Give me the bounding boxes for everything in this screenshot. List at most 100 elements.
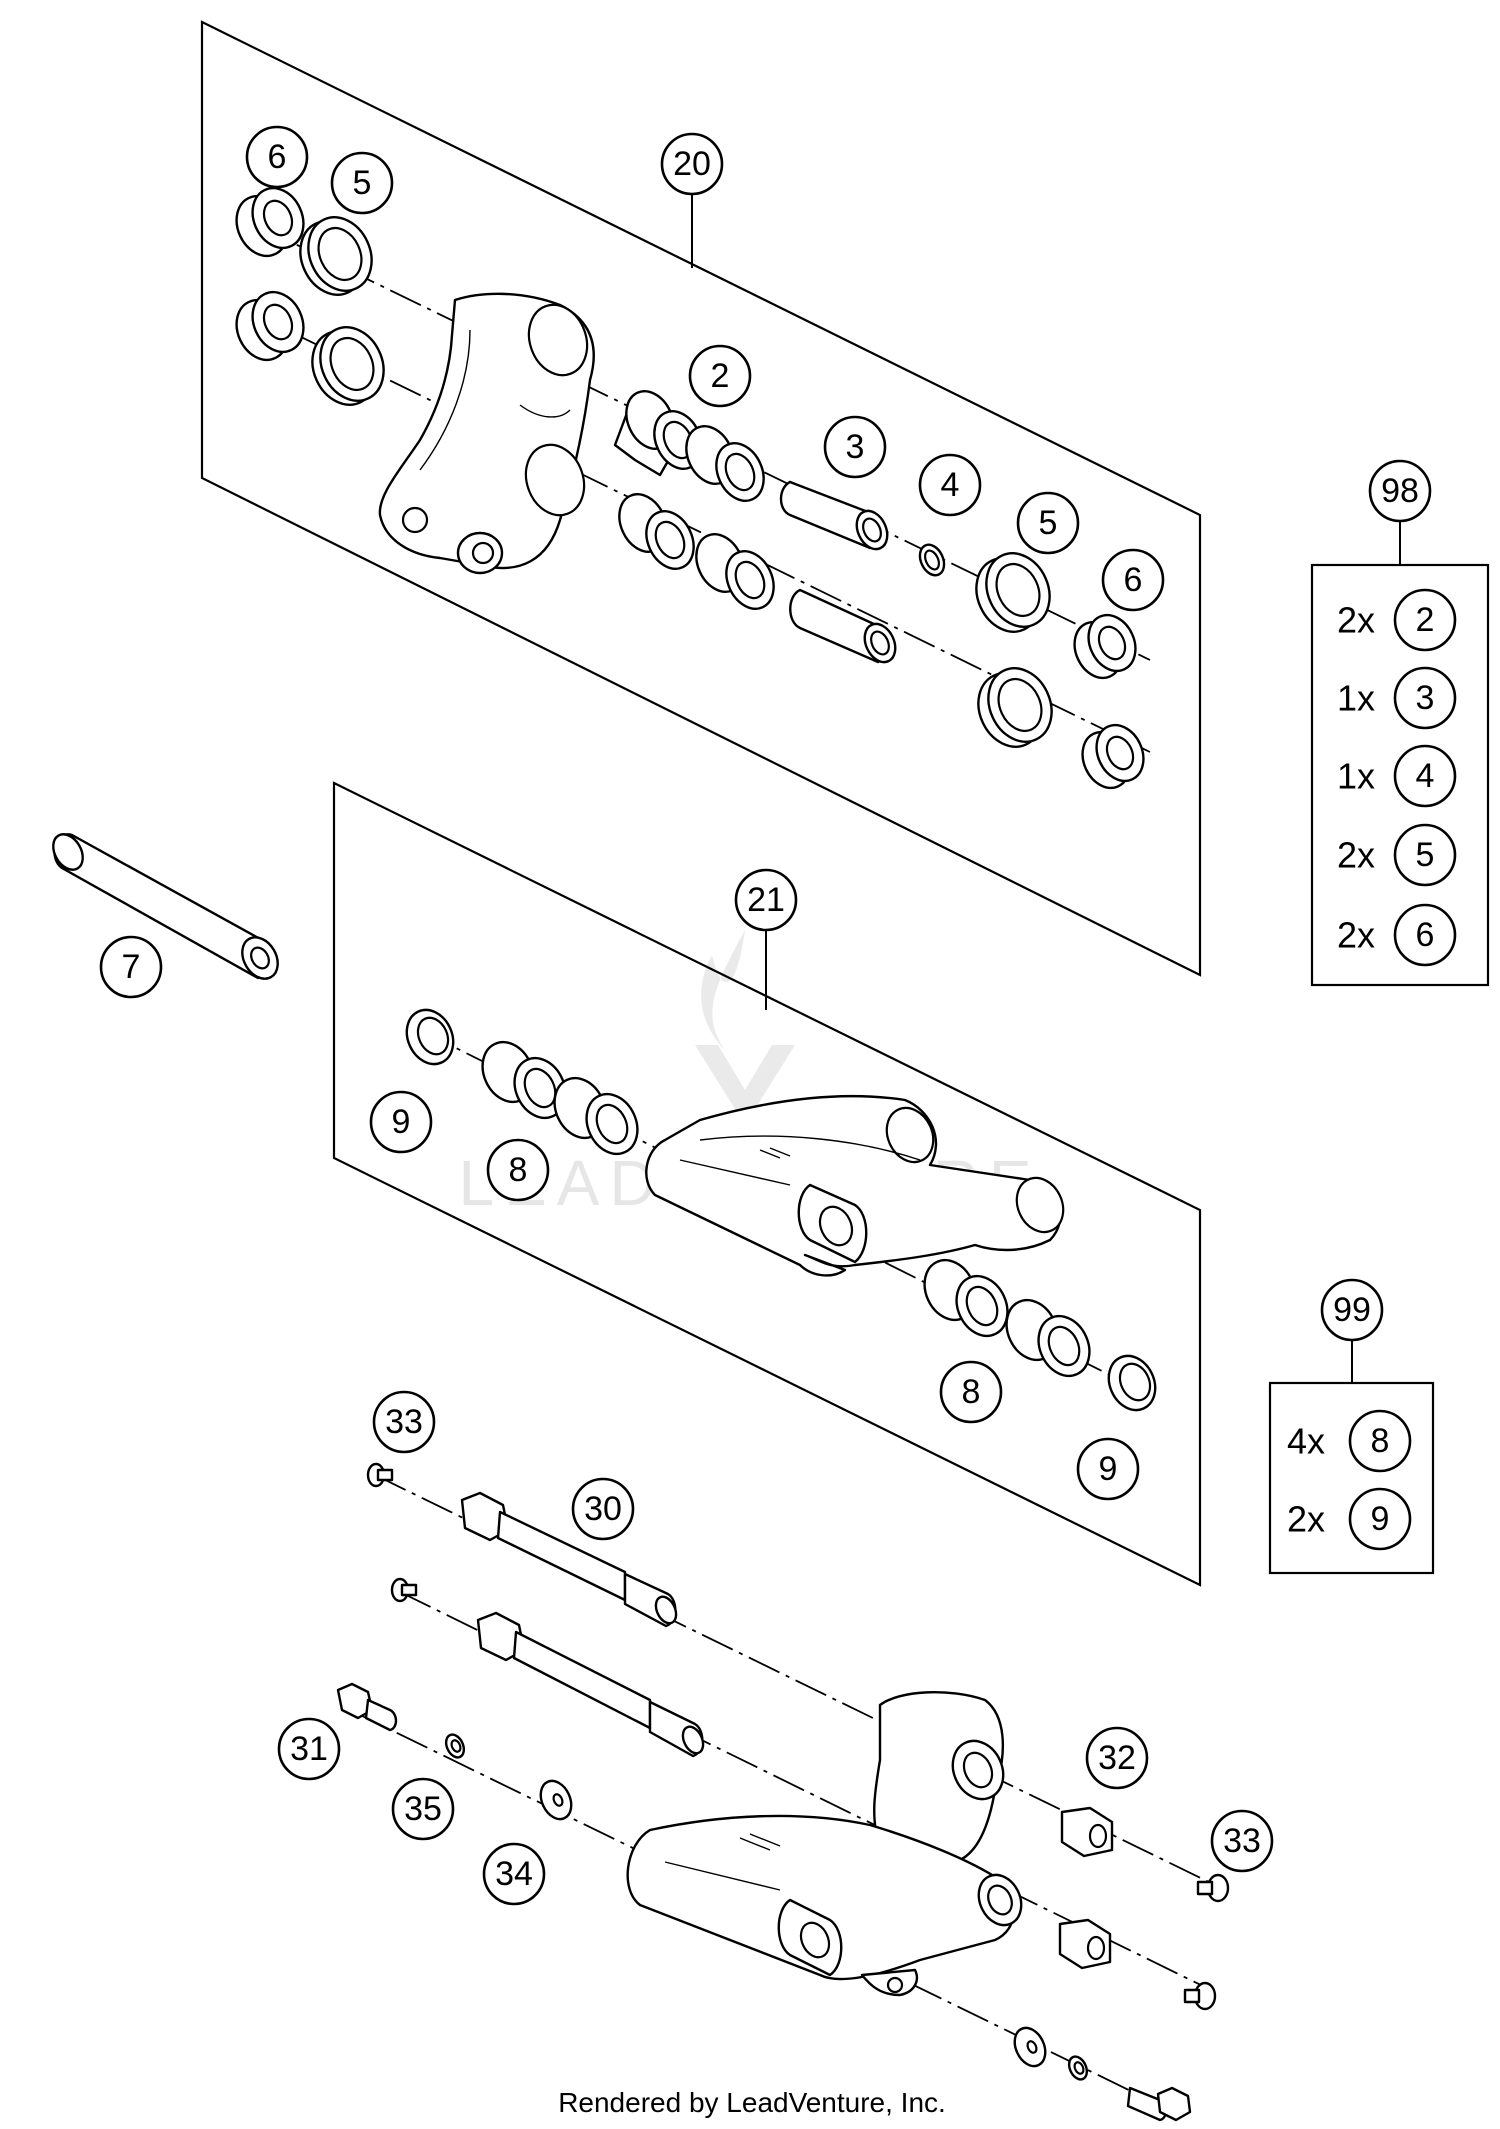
plug-33-b xyxy=(390,1577,418,1603)
kit-99-box xyxy=(1268,1381,1435,1575)
kit-99-row: 2x 9 xyxy=(1287,1487,1412,1551)
seal-9-right xyxy=(1107,1354,1157,1412)
kit-98-box xyxy=(1310,563,1490,987)
kit-98-row: 2x 5 xyxy=(1337,823,1457,887)
washer-34 xyxy=(539,1779,573,1821)
svg-text:2x: 2x xyxy=(1287,1499,1325,1540)
washer-34-b xyxy=(1013,2026,1047,2068)
seal-5-left-top xyxy=(299,216,373,296)
bushing-8-right-a xyxy=(923,1258,1009,1338)
kit-98-row: 2x 6 xyxy=(1337,903,1457,967)
svg-text:34: 34 xyxy=(495,1855,533,1893)
svg-text:4x: 4x xyxy=(1287,1421,1325,1462)
svg-text:35: 35 xyxy=(404,1790,442,1828)
bushing-2-d xyxy=(695,533,775,610)
seal-5-right-bottom xyxy=(977,667,1053,748)
svg-text:5: 5 xyxy=(1416,836,1435,874)
callout-8-left[interactable]: 8 xyxy=(486,1138,550,1202)
linkage-lever xyxy=(378,292,595,575)
callout-5-right[interactable]: 5 xyxy=(1016,491,1080,555)
bushing-2-b xyxy=(685,425,765,502)
bearing-6-left-top xyxy=(235,186,305,258)
plug-33-c xyxy=(1196,1873,1230,1903)
callout-6-right[interactable]: 6 xyxy=(1101,548,1165,612)
kit-99-row: 4x 8 xyxy=(1287,1409,1412,1473)
svg-text:32: 32 xyxy=(1098,1739,1136,1777)
svg-text:8: 8 xyxy=(1371,1422,1390,1460)
svg-text:9: 9 xyxy=(1099,1450,1118,1488)
assembled-linkage xyxy=(626,1691,1023,1997)
sleeve-3-top xyxy=(779,480,889,551)
svg-text:2x: 2x xyxy=(1337,600,1375,641)
sleeve-3-bottom xyxy=(789,588,897,664)
callout-7[interactable]: 7 xyxy=(99,935,163,999)
callout-9-right[interactable]: 9 xyxy=(1076,1437,1140,1501)
plug-33-d xyxy=(1183,1981,1217,2011)
bearing-6-left-bottom xyxy=(235,290,305,362)
callout-33-right[interactable]: 33 xyxy=(1210,1809,1274,1873)
bushing-2-c xyxy=(618,493,695,570)
svg-text:30: 30 xyxy=(584,1490,622,1528)
seal-5-right-top xyxy=(975,552,1051,633)
callout-5-left[interactable]: 5 xyxy=(330,151,394,215)
callout-34[interactable]: 34 xyxy=(482,1842,546,1906)
kit-98-row: 2x 2 xyxy=(1337,588,1457,652)
svg-text:20: 20 xyxy=(673,145,711,183)
callout-30[interactable]: 30 xyxy=(571,1477,635,1541)
svg-text:33: 33 xyxy=(385,1403,423,1441)
callout-4[interactable]: 4 xyxy=(918,453,982,517)
svg-text:2x: 2x xyxy=(1337,915,1375,956)
svg-text:1x: 1x xyxy=(1337,756,1375,797)
seal-9-left xyxy=(405,1008,455,1066)
svg-text:2: 2 xyxy=(711,357,730,395)
bushing-8-right-b xyxy=(1005,1298,1091,1378)
svg-text:1x: 1x xyxy=(1337,678,1375,719)
svg-text:21: 21 xyxy=(747,881,785,919)
svg-text:6: 6 xyxy=(1416,916,1435,954)
bolt-30-a xyxy=(460,1491,678,1628)
svg-text:5: 5 xyxy=(1039,504,1058,542)
nut-32-a xyxy=(1060,1806,1114,1858)
bushing-8-left-a xyxy=(481,1040,567,1120)
callout-32[interactable]: 32 xyxy=(1085,1726,1149,1790)
svg-text:6: 6 xyxy=(1124,561,1143,599)
washer-35-b xyxy=(1067,2055,1089,2081)
callout-98[interactable]: 98 xyxy=(1368,459,1432,523)
svg-text:33: 33 xyxy=(1223,1822,1261,1860)
bolt-31 xyxy=(336,1682,398,1732)
link-arm xyxy=(645,1094,1065,1277)
panel-20 xyxy=(200,20,1202,977)
svg-text:99: 99 xyxy=(1333,1291,1371,1329)
seal-5-left-bottom xyxy=(311,326,385,406)
bolt-31-b xyxy=(1126,2086,1192,2122)
washer-35 xyxy=(444,1733,466,1759)
callout-21[interactable]: 21 xyxy=(734,868,798,932)
svg-text:4: 4 xyxy=(941,466,960,504)
svg-text:9: 9 xyxy=(1371,1500,1390,1538)
svg-text:6: 6 xyxy=(268,138,287,176)
svg-text:7: 7 xyxy=(122,948,141,986)
callout-8-right[interactable]: 8 xyxy=(939,1360,1003,1424)
svg-text:3: 3 xyxy=(846,428,865,466)
callout-6-left[interactable]: 6 xyxy=(245,125,309,189)
bearing-6-right-bottom xyxy=(1081,723,1145,790)
svg-text:2: 2 xyxy=(1416,601,1435,639)
callout-31[interactable]: 31 xyxy=(277,1717,341,1781)
kit-98-row: 1x 3 xyxy=(1337,666,1457,730)
svg-text:3: 3 xyxy=(1416,679,1435,717)
kit-98-row: 1x 4 xyxy=(1337,744,1457,808)
svg-text:4: 4 xyxy=(1416,757,1435,795)
callout-33-top[interactable]: 33 xyxy=(372,1390,436,1454)
bushing-8-left-b xyxy=(553,1076,639,1156)
svg-text:2x: 2x xyxy=(1337,835,1375,876)
callout-20[interactable]: 20 xyxy=(660,132,724,196)
callout-35[interactable]: 35 xyxy=(391,1777,455,1841)
ring-4 xyxy=(918,543,946,577)
callout-2[interactable]: 2 xyxy=(688,344,752,408)
callout-9-left[interactable]: 9 xyxy=(369,1090,433,1154)
callout-99[interactable]: 99 xyxy=(1320,1278,1384,1342)
footer-credit: Rendered by LeadVenture, Inc. xyxy=(558,2087,946,2118)
svg-text:8: 8 xyxy=(962,1373,981,1411)
callout-3[interactable]: 3 xyxy=(823,415,887,479)
